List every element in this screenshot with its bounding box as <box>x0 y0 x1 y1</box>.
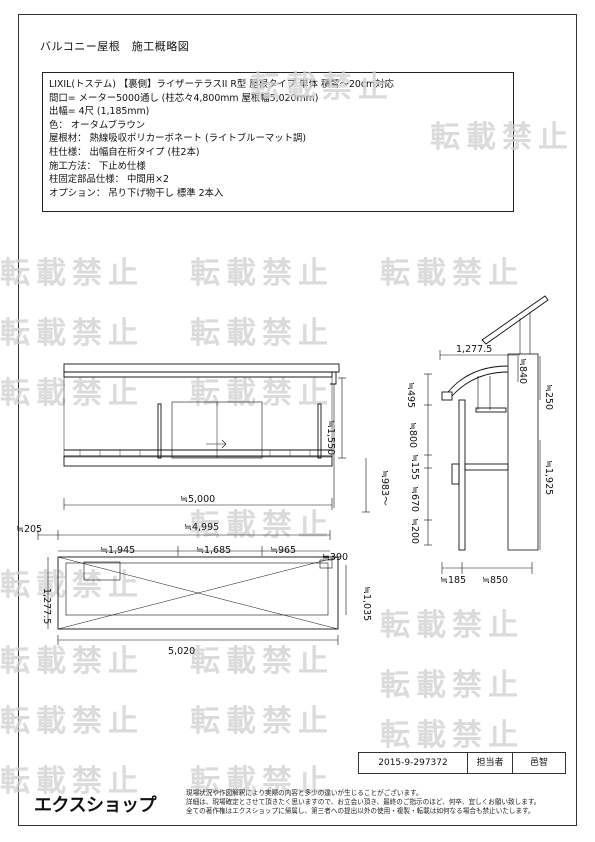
dim-side-185: ≒185 <box>440 575 466 586</box>
spec-line-method: 施工方法： 下止め仕様 <box>49 160 146 172</box>
drawing-frame <box>18 14 577 826</box>
person-name: 邑智 <box>529 758 548 768</box>
title-block: 2015-9-297372 担当者 邑智 <box>358 752 566 774</box>
dim-plan-1277: 1,277.5 <box>41 588 52 624</box>
dim-side-670: ≒670 <box>409 486 420 512</box>
spec-line-color: 色： オータムブラウン <box>49 119 146 131</box>
side-view <box>424 295 549 574</box>
footer-note: 現場状況や作図解釈により実際の内容と多少の違いが生じることがございます。 <box>186 789 423 797</box>
dim-side-850: ≒850 <box>482 575 508 586</box>
footer-note: 全ての著作権はエクスショップに帰属し、第三者への提出以外の使用・複製・転載は如何… <box>186 807 535 816</box>
dim-side-1925: ≒1,925 <box>543 460 554 495</box>
footer-notes: 現場状況や作図解釈により実際の内容と多少の違いが生じることがございます。 詳細は… <box>186 789 570 817</box>
spec-line-parts: 柱固定部品仕様： 中間用×2 <box>49 174 169 186</box>
front-roof-fascia <box>63 363 340 373</box>
dim-plan-390: ≒390 <box>322 552 348 563</box>
front-railing-balusters <box>79 450 311 456</box>
front-gutter-drain <box>326 371 337 385</box>
side-gutter <box>441 391 453 401</box>
side-building-roof <box>481 295 549 345</box>
person-label: 担当者 <box>476 758 504 768</box>
dim-plan-1685: ≒1,685 <box>196 545 231 556</box>
spec-line-post: 柱仕様： 出幅自在桁タイプ (柱2本) <box>49 146 200 158</box>
dim-plan-205: ≒205 <box>16 524 42 535</box>
side-balcony-slab <box>464 463 509 471</box>
front-balcony-slab <box>63 455 333 467</box>
front-post-left <box>157 403 162 459</box>
spec-line-product: LIXIL(トステム) 【裏側】ライザーテラスII R型 屋根タイプ 単体 積雪… <box>49 79 394 90</box>
dim-plan-1035: ≒1,035 <box>361 586 372 621</box>
dim-side-495: ≒495 <box>405 382 416 408</box>
side-roof-curve <box>447 365 509 393</box>
plan-view <box>37 530 347 645</box>
front-view <box>63 363 370 513</box>
dim-plan-5020: 5,020 <box>168 646 195 657</box>
plan-outer-roof <box>57 556 339 630</box>
front-sash-arrow <box>206 439 227 449</box>
dim-plan-4995: ≒4,995 <box>184 522 219 533</box>
side-building-wall <box>507 353 539 551</box>
footer-note: 詳細は、現場確定とさせて頂きたく思いますので、お立会い頂き、最終のご指示のほど、… <box>186 798 541 807</box>
spec-line-depth: 出幅= 4尺 (1,185mm) <box>49 106 150 118</box>
dim-front-983: ≒983～ <box>379 470 390 506</box>
front-wall <box>63 376 333 458</box>
dim-side-200: ≒200 <box>409 518 420 544</box>
dim-side-800: ≒800 <box>407 422 418 448</box>
spec-line-width: 間口= メーター5000通し (柱芯々4,800mm 屋根幅5,020mm) <box>49 92 319 104</box>
plan-feature-box <box>83 561 121 581</box>
front-post-right <box>317 403 322 459</box>
dim-side-1277: 1,277.5 <box>456 344 492 355</box>
dim-side-840: ≒840 <box>517 358 528 384</box>
spec-line-roof-material: 屋根材： 熱線吸収ポリカーボネート (ライトブルーマット調) <box>49 133 307 145</box>
side-hanging-rod <box>475 407 507 413</box>
plan-gutter-outlet <box>319 559 333 569</box>
doc-number: 2015-9-297372 <box>378 758 448 768</box>
plan-inner-frame <box>65 562 329 616</box>
page-title: バルコニー屋根 施工概略図 <box>40 40 190 53</box>
side-post <box>458 399 466 551</box>
company-logo: エクスショップ <box>34 795 156 816</box>
side-roof-curve-inner <box>451 371 509 397</box>
dim-plan-1945: ≒1,945 <box>100 545 135 556</box>
spec-line-options: オプション： 吊り下げ物干し 標準 2本入 <box>49 187 224 199</box>
dim-front-1550: ≒1,550 <box>325 420 336 455</box>
dim-side-155: ≒155 <box>409 454 420 480</box>
front-roof-underside <box>63 371 333 378</box>
side-post-base <box>451 463 460 485</box>
dim-front-5000: ≒5,000 <box>180 494 215 505</box>
dim-plan-965: ≒965 <box>270 545 296 556</box>
plan-diagonal <box>57 556 339 630</box>
dim-side-250: ≒250 <box>543 384 554 410</box>
spec-box: LIXIL(トステム) 【裏側】ライザーテラスII R型 屋根タイプ 単体 積雪… <box>42 72 514 212</box>
